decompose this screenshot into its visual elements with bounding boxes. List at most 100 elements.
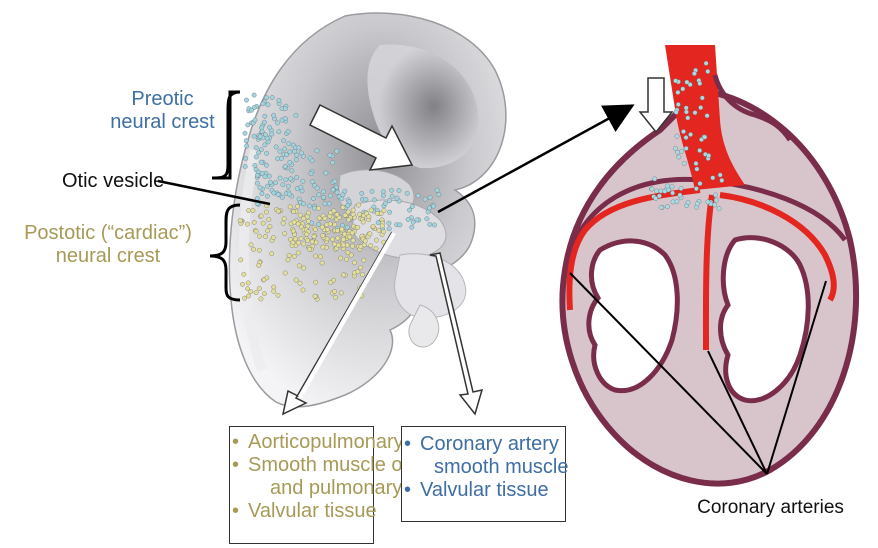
neural-crest-cell	[252, 220, 256, 224]
neural-crest-cell	[330, 237, 334, 241]
postotic-label-line-1: Postotic (“cardiac”)	[3, 222, 213, 245]
neural-crest-cell	[257, 263, 261, 267]
preotic-label-line-2: neural crest	[90, 111, 235, 134]
neural-crest-cell	[368, 232, 372, 236]
neural-crest-cell	[262, 120, 266, 124]
neural-crest-cell	[253, 163, 257, 167]
neural-crest-cell	[677, 155, 681, 159]
neural-crest-cell	[267, 174, 271, 178]
neural-crest-cell	[377, 228, 381, 232]
neural-crest-cell	[320, 261, 324, 265]
box-coronary-derivatives: Coronary artery smooth muscle Valvular t…	[401, 426, 566, 522]
neural-crest-cell	[266, 103, 270, 107]
neural-crest-cell	[264, 151, 268, 155]
neural-crest-cell	[264, 210, 268, 214]
neural-crest-cell	[694, 187, 698, 191]
neural-crest-cell	[283, 231, 287, 235]
neural-crest-cell	[679, 186, 683, 190]
neural-crest-cell	[276, 293, 280, 297]
neural-crest-cell	[299, 236, 303, 240]
neural-crest-cell	[335, 190, 339, 194]
neural-crest-cell	[306, 238, 310, 242]
neural-crest-cell	[263, 114, 267, 118]
neural-crest-cell	[299, 185, 303, 189]
neural-crest-cell	[310, 180, 314, 184]
otic-vesicle-label: Otic vesicle	[62, 170, 162, 193]
neural-crest-cell	[381, 190, 385, 194]
neural-crest-cell	[259, 297, 263, 301]
neural-crest-cell	[387, 210, 391, 214]
neural-crest-cell	[407, 208, 411, 212]
neural-crest-cell	[254, 155, 258, 159]
neural-crest-cell	[411, 220, 415, 224]
neural-crest-cell	[257, 286, 261, 290]
neural-crest-cell	[311, 196, 315, 200]
neural-crest-cell	[684, 106, 688, 110]
neural-crest-cell	[267, 217, 271, 221]
neural-crest-cell	[367, 214, 371, 218]
neural-crest-cell	[246, 294, 250, 298]
neural-crest-cell	[705, 114, 709, 118]
neural-crest-cell	[328, 153, 332, 157]
neural-crest-cell	[238, 218, 242, 222]
neural-crest-cell	[307, 204, 311, 208]
neural-crest-cell	[706, 69, 710, 73]
neural-crest-cell	[699, 105, 703, 109]
neural-crest-cell	[262, 292, 266, 296]
neural-crest-cell	[321, 195, 325, 199]
neural-crest-cell	[317, 193, 321, 197]
list-item: Valvular tissue	[230, 500, 373, 523]
neural-crest-cell	[246, 208, 250, 212]
neural-crest-cell	[274, 180, 278, 184]
neural-crest-cell	[390, 194, 394, 198]
neural-crest-cell	[310, 240, 314, 244]
neural-crest-cell	[294, 158, 298, 162]
neural-crest-cell	[333, 295, 337, 299]
neural-crest-cell	[280, 195, 284, 199]
neural-crest-cell	[288, 160, 292, 164]
neural-crest-cell	[310, 159, 314, 163]
neural-crest-cell	[369, 208, 373, 212]
neural-crest-cell	[286, 184, 290, 188]
neural-crest-cell	[360, 273, 364, 277]
neural-crest-cell	[387, 199, 391, 203]
neural-crest-cell	[268, 224, 272, 228]
neural-crest-cell	[313, 254, 317, 258]
neural-crest-cell	[431, 204, 435, 208]
neural-crest-cell	[292, 220, 296, 224]
list-item: Aorticopulmonary septum	[230, 431, 373, 454]
neural-crest-cell	[283, 116, 287, 120]
neural-crest-cell	[389, 188, 393, 192]
neural-crest-cell	[315, 149, 319, 153]
neural-crest-cell	[281, 221, 285, 225]
neural-crest-cell	[374, 246, 378, 250]
neural-crest-cell	[254, 290, 258, 294]
neural-crest-cell	[695, 202, 699, 206]
neural-crest-cell	[698, 148, 702, 152]
neural-crest-cell	[302, 216, 306, 220]
neural-crest-cell	[332, 209, 336, 213]
neural-crest-cell	[288, 205, 292, 209]
neural-crest-cell	[711, 176, 715, 180]
list-item: and pulmonary artery	[230, 477, 373, 500]
neural-crest-cell	[369, 243, 373, 247]
neural-crest-cell	[245, 222, 249, 226]
neural-crest-cell	[684, 135, 688, 139]
neural-crest-cell	[681, 87, 685, 91]
neural-crest-cell	[268, 180, 272, 184]
neural-crest-cell	[276, 156, 280, 160]
neural-crest-cell	[655, 189, 659, 193]
neural-crest-cell	[276, 209, 280, 213]
neural-crest-cell	[654, 196, 658, 200]
neural-crest-cell	[290, 169, 294, 173]
neural-crest-cell	[305, 232, 309, 236]
neural-crest-cell	[271, 235, 275, 239]
neural-crest-cell	[246, 123, 250, 127]
neural-crest-cell	[264, 163, 268, 167]
neural-crest-cell	[653, 177, 657, 181]
neural-crest-cell	[292, 254, 296, 258]
neural-crest-cell	[251, 247, 255, 251]
neural-crest-cell	[356, 225, 360, 229]
neural-crest-cell	[720, 178, 724, 182]
